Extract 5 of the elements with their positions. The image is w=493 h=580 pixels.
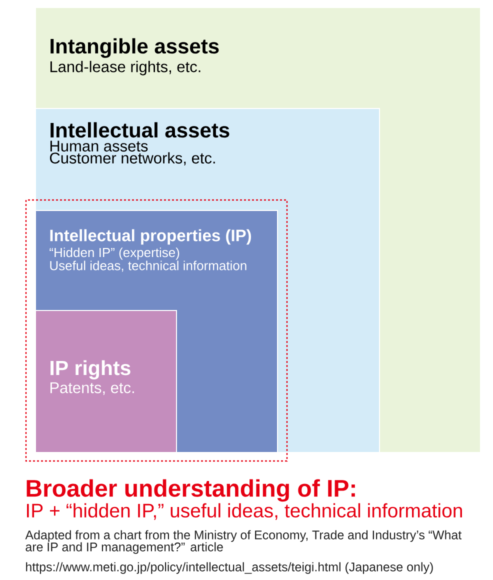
heading: Broader understanding of IP: xyxy=(26,479,355,502)
category-box: IP rights Patents, etc. xyxy=(35,310,177,453)
source-url: https://www.meti.go.jp/policy/intellectual_assets/teigi.html (Japanese only) xyxy=(26,562,433,574)
subheading: IP + “hidden IP,” useful ideas, technical information xyxy=(27,503,462,520)
source-note: Adapted from a chart from the Ministry of Economy, Trade and Industry’s “What are IP and IP management?” article xyxy=(25,530,462,554)
